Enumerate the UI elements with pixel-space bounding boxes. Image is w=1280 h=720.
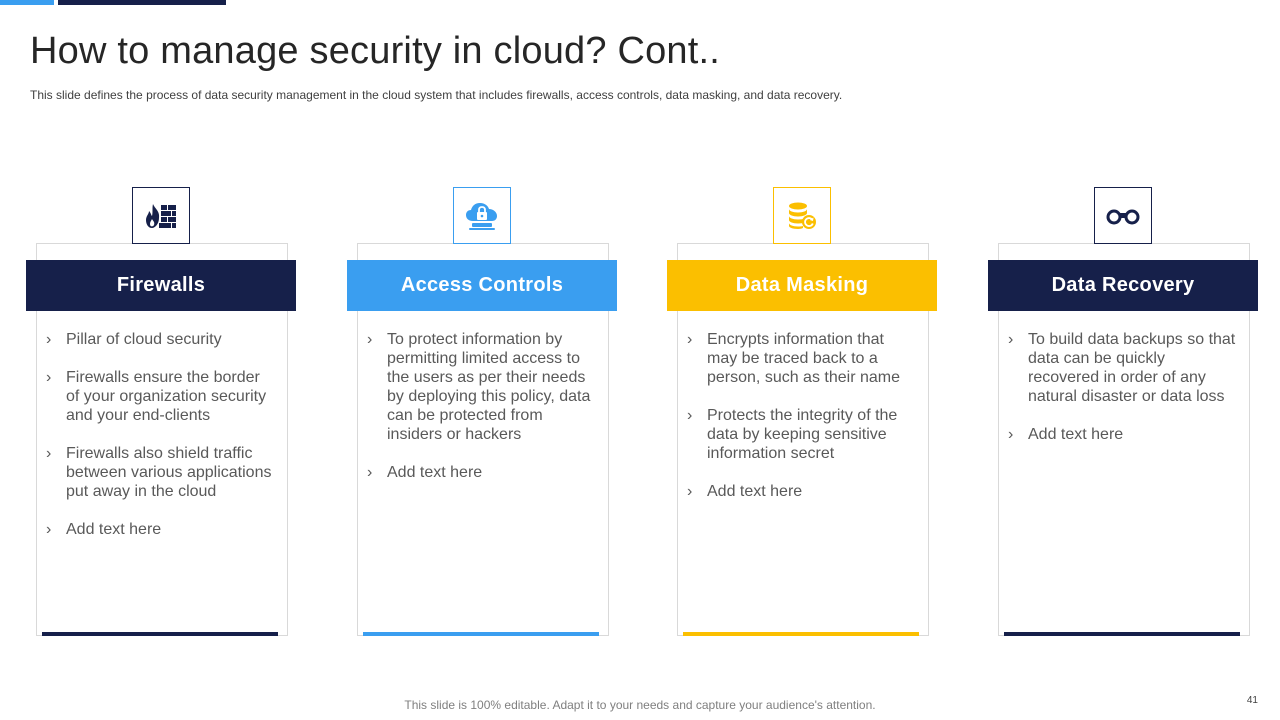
- card-bottom-line: [683, 632, 919, 636]
- accent-bar-blue: [0, 0, 54, 5]
- card-access-controls: Access Controls ›To protect information …: [347, 0, 619, 720]
- bullet-list: ›To build data backups so that data can …: [1008, 330, 1238, 463]
- icon-frame: [773, 187, 831, 244]
- database-refresh-icon: [789, 202, 816, 229]
- accent-bar-navy: [58, 0, 226, 5]
- list-item: ›Firewalls ensure the border of your org…: [46, 369, 267, 424]
- list-item: ›Firewalls also shield traffic between v…: [46, 445, 272, 500]
- card-bottom-line: [1004, 632, 1240, 636]
- chevron-right-icon: ›: [687, 407, 693, 424]
- list-item: ›Add text here: [367, 464, 483, 481]
- slide-title: How to manage security in cloud? Cont..: [30, 30, 721, 72]
- bullet-list: ›To protect information by permitting li…: [367, 330, 597, 501]
- card-title: Access Controls: [400, 274, 564, 296]
- card-title: Data Masking: [735, 274, 869, 296]
- card-firewalls: Firewalls ›Pillar of cloud security ›Fir…: [26, 0, 298, 720]
- page-number: 41: [1246, 695, 1258, 706]
- list-item: ›To build data backups so that data can …: [1008, 331, 1236, 405]
- card-data-masking: Data Masking ›Encrypts information that …: [667, 0, 939, 720]
- chevron-right-icon: ›: [46, 331, 52, 348]
- list-item: ›Encrypts information that may be traced…: [687, 331, 900, 386]
- slide-subtitle: This slide defines the process of data s…: [30, 88, 843, 102]
- card-bottom-line: [42, 632, 278, 636]
- card-bottom-line: [363, 632, 599, 636]
- list-item: ›Protects the integrity of the data by k…: [687, 407, 898, 462]
- chevron-right-icon: ›: [687, 331, 693, 348]
- bullet-list: ›Encrypts information that may be traced…: [687, 330, 917, 520]
- list-item: ›Add text here: [687, 483, 803, 500]
- binoculars-icon: [1106, 209, 1140, 224]
- icon-frame: [132, 187, 190, 244]
- firewall-icon: [146, 203, 176, 228]
- list-item: ›Pillar of cloud security: [46, 331, 222, 348]
- card-title: Data Recovery: [1051, 274, 1195, 296]
- card-header: Firewalls: [26, 260, 296, 311]
- chevron-right-icon: ›: [1008, 426, 1014, 443]
- card-data-recovery: Data Recovery ›To build data backups so …: [988, 0, 1260, 720]
- card-title: Firewalls: [116, 274, 206, 296]
- slide-footer: This slide is 100% editable. Adapt it to…: [404, 698, 876, 712]
- list-item: ›Add text here: [1008, 426, 1124, 443]
- card-header: Data Masking: [667, 260, 937, 311]
- chevron-right-icon: ›: [367, 464, 373, 481]
- list-item: ›To protect information by permitting li…: [367, 331, 591, 443]
- chevron-right-icon: ›: [46, 521, 52, 538]
- chevron-right-icon: ›: [687, 483, 693, 500]
- card-header: Data Recovery: [988, 260, 1258, 311]
- bullet-list: ›Pillar of cloud security ›Firewalls ens…: [46, 330, 276, 558]
- icon-frame: [1094, 187, 1152, 244]
- list-item: ›Add text here: [46, 521, 162, 538]
- chevron-right-icon: ›: [1008, 331, 1014, 348]
- icon-frame: [453, 187, 511, 244]
- chevron-right-icon: ›: [46, 369, 52, 386]
- cloud-lock-icon: [466, 202, 497, 230]
- chevron-right-icon: ›: [46, 445, 52, 462]
- chevron-right-icon: ›: [367, 331, 373, 348]
- card-header: Access Controls: [347, 260, 617, 311]
